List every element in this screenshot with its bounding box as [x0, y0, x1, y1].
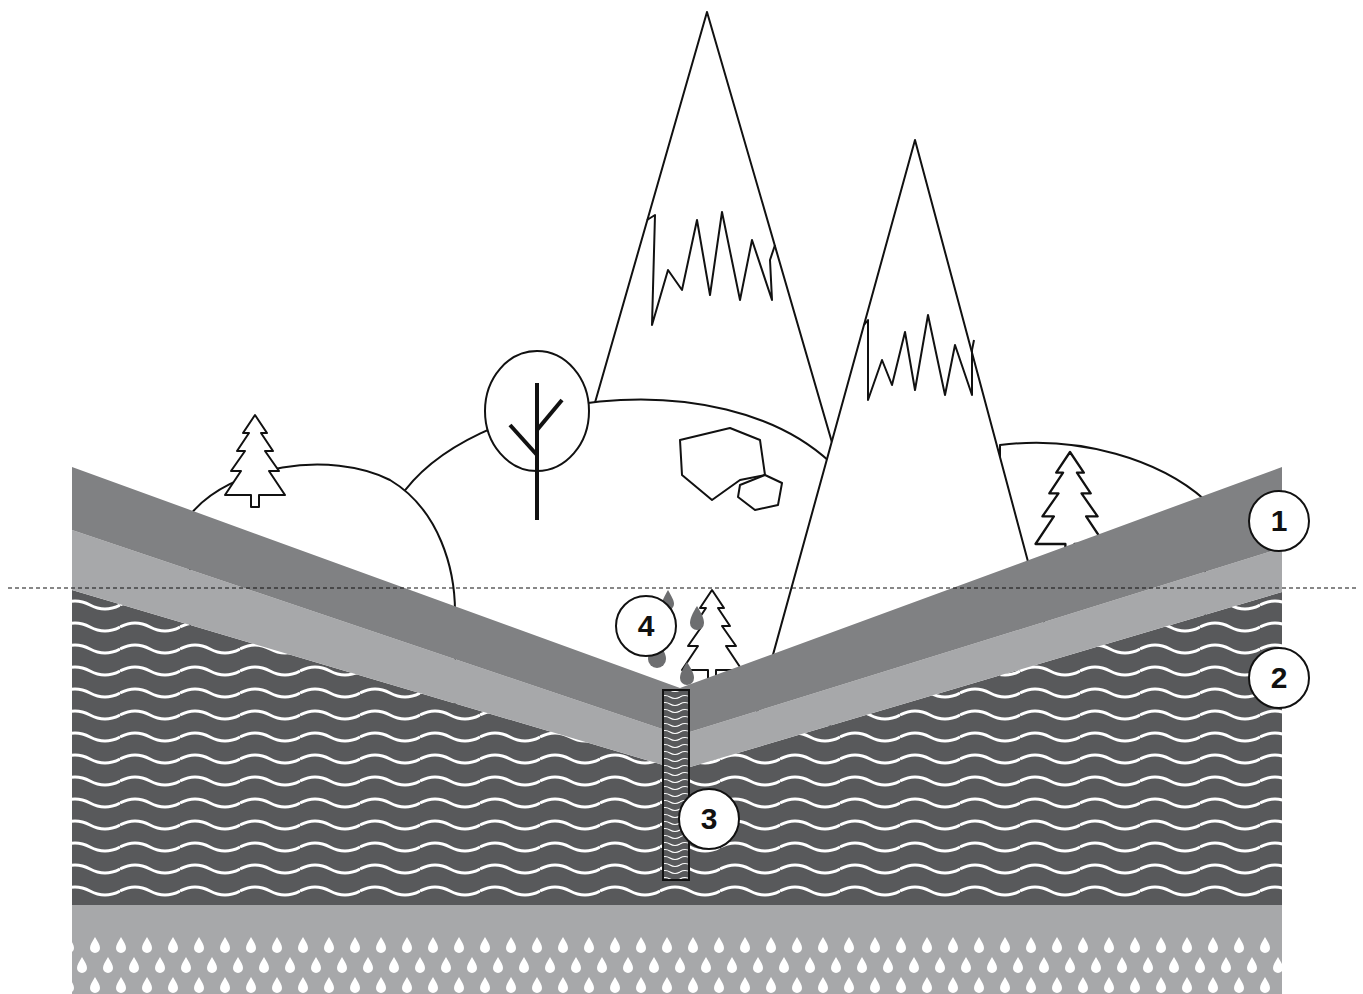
callout-circle: 4: [615, 595, 677, 657]
callout-circle: 2: [1248, 647, 1310, 709]
callout-number: 1: [1271, 506, 1288, 536]
callout-circle: 3: [678, 788, 740, 850]
callout-circle: 1: [1248, 490, 1310, 552]
callout-number: 2: [1271, 663, 1288, 693]
callout-number: 3: [701, 804, 718, 834]
callout-number: 4: [638, 611, 655, 641]
